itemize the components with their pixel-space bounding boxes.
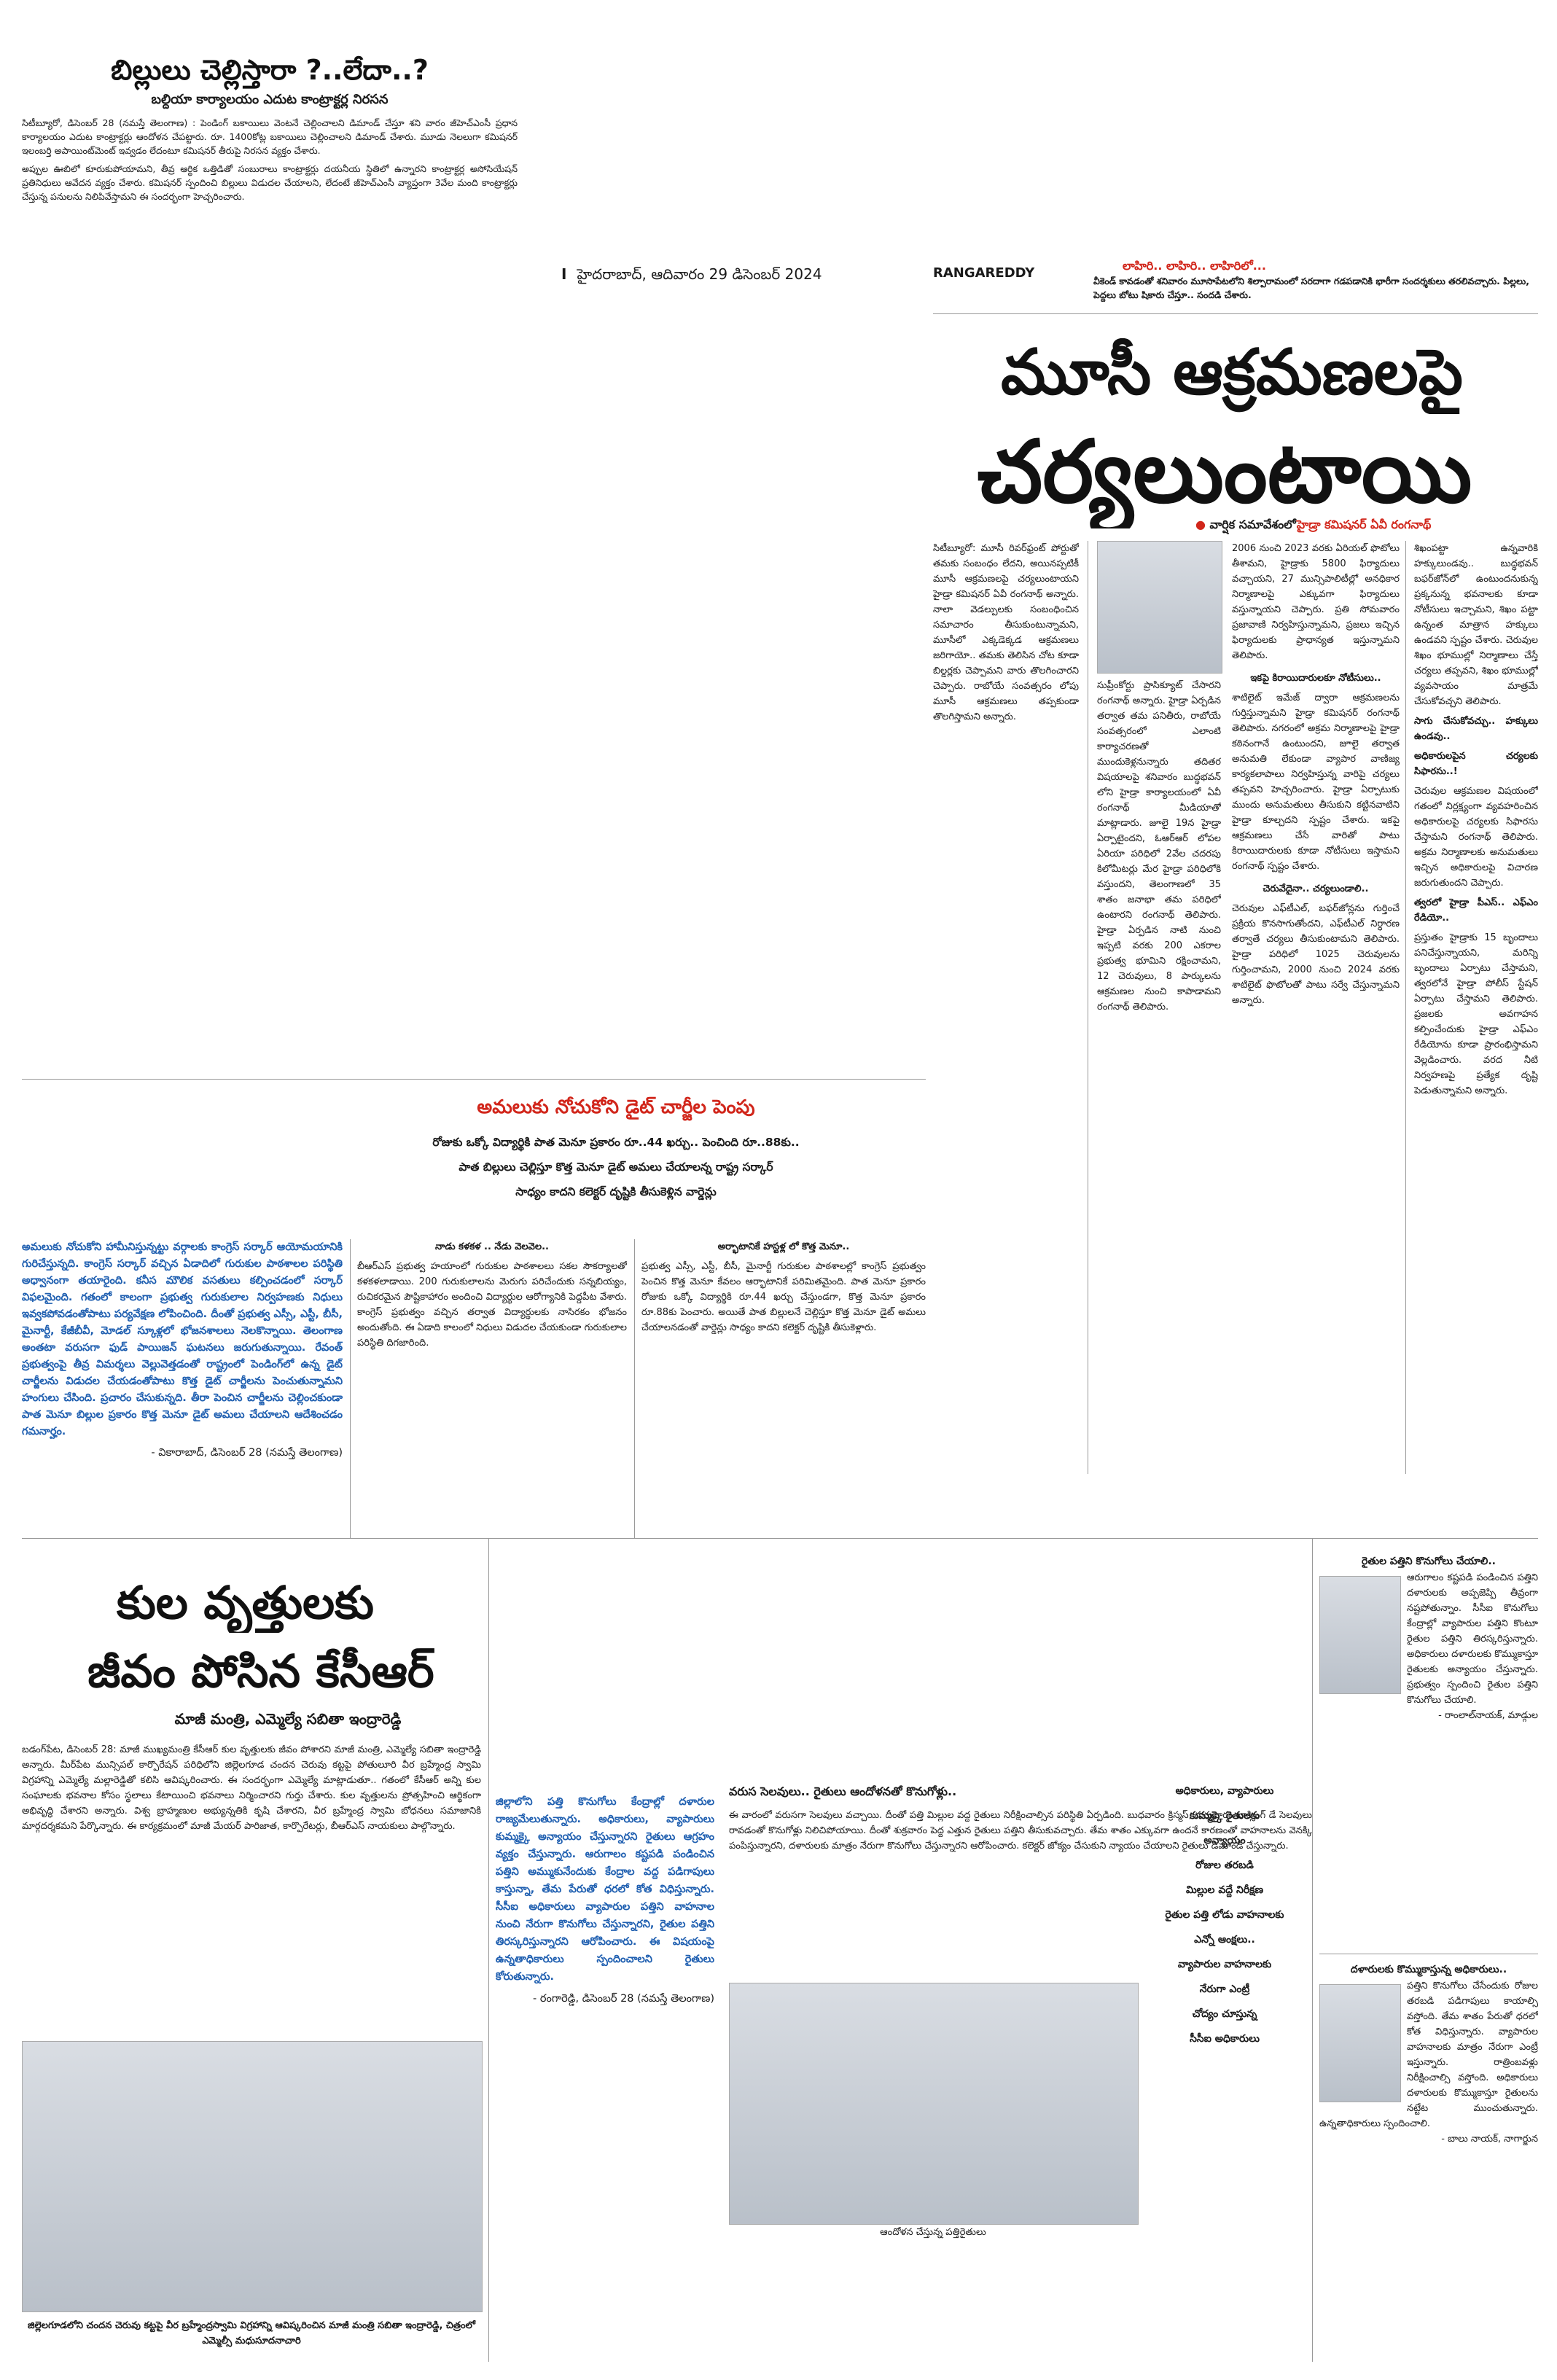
promo-title: లాహిరి.. లాహిరి.. లాహిరిలో... <box>1123 259 1266 273</box>
masthead-district: RANGAREDDY <box>933 265 1035 281</box>
diet-dateline: - వికారాబాద్, డిసెంబర్ 28 (నమస్తే తెలంగా… <box>151 1447 343 1459</box>
promo-caption: వీకెండ్ కావడంతో శనివారం మూసాపేటలోని శిల్… <box>1093 276 1529 300</box>
musi-headline-1: మూసీ ఆక్రమణలపై <box>1001 336 1463 409</box>
cotton-callout: అధికారులు, వ్యాపారులు కుమ్మక్కై రైతులకు … <box>1165 1785 1284 2045</box>
cotton-photo <box>729 1983 1139 2225</box>
right-quote-2: దళారులకు కొమ్ముకాస్తున్న అధికారులు.. పత్… <box>1319 1964 1538 2145</box>
sabitha-photo-caption: జిల్లెలగూడలోని చందన చెరువు కట్టపై వీర బ్… <box>28 2320 475 2346</box>
musi-col-3: 2006 నుంచి 2023 వరకు ఏరియల్ ఫొటోలు తీశామ… <box>1232 543 1400 1006</box>
diet-col-b: అర్భాటానికే హస్టళ్ల లో కొత్త మెనూ.. ప్రభ… <box>641 1239 926 1538</box>
sabitha-headline-2: జీవం పోసిన కేసీఆర్ <box>87 1644 434 1698</box>
musi-subhead-b: చెరువేదైనా.. చర్యలుండాలి.. <box>1263 883 1369 894</box>
musi-col-1: సిటీబ్యూరో: మూసీ రివర్‌ఫ్రంట్ పోర్టుతో త… <box>933 543 1079 722</box>
diet-headline: అమలుకు నోచుకోని డైట్ చార్జీల పెంపు <box>477 1096 755 1118</box>
musi-subhead-c: త్వరలో హైడ్రా పీఎస్.. ఎఫ్ఎం రేడియో.. <box>1414 897 1538 924</box>
diet-col-a: నాడు కళకళ .. నేడు వెలవెల.. బీఆర్ఎస్ ప్రభ… <box>357 1239 627 1538</box>
cotton-dateline: - రంగారెడ్డి, డిసెంబర్ 28 (నమస్తే తెలంగా… <box>533 1993 714 2005</box>
bills-body-1: సిటీబ్యూరో, డిసెంబర్ 28 (నమస్తే తెలంగాణ)… <box>22 117 518 156</box>
bills-body-2: అప్పుల ఊబిలో కూరుకుపోయామని, తీవ్ర ఆర్థిక… <box>22 163 518 202</box>
diet-boxed-intro: అమలుకు నోచుకోని హామీనిస్తున్నట్టు వర్గాల… <box>22 1239 343 1502</box>
bills-headline: బిల్లులు చెల్లిస్తారా ?..లేదా..? <box>111 54 429 86</box>
farmer-photo-1 <box>1319 1576 1401 1694</box>
bills-subhead: బల్దియా కార్యాలయం ఎదుట కాంట్రాక్టర్ల నిర… <box>151 92 389 107</box>
diet-deck: రోజుకు ఒక్కో విద్యార్థికి పాత మెనూ ప్రకా… <box>432 1136 800 1198</box>
farmer-photo-2 <box>1319 1984 1401 2102</box>
musi-kicker: ● వార్షిక సమావేశంలోహైడ్రా కమిషనర్ ఏవీ రం… <box>1195 518 1432 531</box>
sabitha-byline: మాజీ మంత్రి, ఎమ్మెల్యే సబితా ఇంద్రారెడ్డ… <box>174 1710 402 1728</box>
cotton-body: ఈ వారంలో వరుసగా సెలవులు వచ్చాయి. దీంతో ప… <box>729 1810 1312 1852</box>
musi-photo <box>1097 541 1222 674</box>
promo: లాహిరి.. లాహిరి.. లాహిరిలో... వీకెండ్ కా… <box>1093 258 1538 309</box>
musi-subhead-a: ఇకపై కిరాయిదారులకూ నోటీసులు.. <box>1250 673 1381 684</box>
sabitha-headline-1: కుల వృత్తులకు <box>117 1576 374 1629</box>
bills-story: బిల్లులు చెల్లిస్తారా ?..లేదా..? బల్దియా… <box>22 51 518 292</box>
sabitha-photo <box>22 2041 483 2312</box>
musi-headline-2: చర్యలుంటాయి <box>977 421 1472 522</box>
sabitha-body: బడంగ్‌పేట, డిసెంబర్ 28: మాజీ ముఖ్యమంత్రి… <box>22 1744 481 1832</box>
cotton-headline: వరుస సెలవులు.. రైతులు ఆందోళనతో కొనుగోళ్ల… <box>729 1784 957 1798</box>
diet-sub-1: నాడు కళకళ .. నేడు వెలవెల.. <box>435 1241 549 1252</box>
diet-sub-2: అర్భాటానికే హస్టళ్ల లో కొత్త మెనూ.. <box>717 1241 850 1252</box>
musi-col4-sub: సాగు చేసుకోవచ్చు.. హక్కులు ఉండవు.. <box>1414 716 1538 742</box>
kicker-bullet: ● <box>1195 518 1210 531</box>
cotton-photo-caption: ఆందోళన చేస్తున్న పత్తిరైతులు <box>880 2227 986 2238</box>
issue-date: హైదరాబాద్, ఆదివారం 29 డిసెంబర్ 2024 <box>577 265 822 283</box>
cotton-boxed-intro: జిల్లాలోని పత్తి కొనుగోలు కేంద్రాల్లో దళ… <box>496 1793 714 2143</box>
musi-col-4: శిఖంపట్టా ఉన్నవారికి హక్కులుండవు.. బుద్ధ… <box>1414 543 1538 1096</box>
right-quote-1: రైతుల పత్తిని కొనుగోలు చేయాలి.. ఆరుగాలం … <box>1319 1553 1538 1946</box>
musi-col4-sub2: అధికారులపైన చర్యలకు సిఫారసు..! <box>1414 751 1538 777</box>
musi-col-2: సుప్రీంకోర్టు ప్రాసిక్యూట్ చేసారని రంగనా… <box>1097 680 1221 1013</box>
